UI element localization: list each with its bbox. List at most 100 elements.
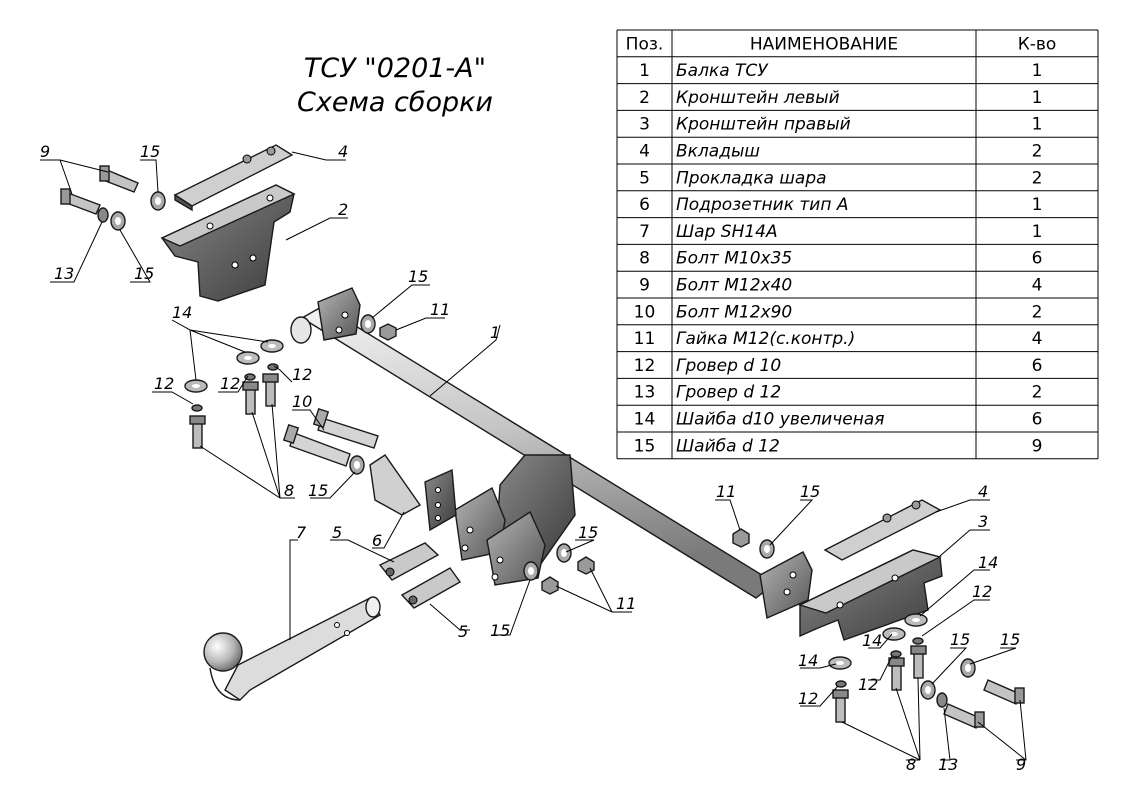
long-bolts [282,407,379,467]
callout-14-right-c: 14 [798,651,818,670]
row-pos: 14 [634,409,656,429]
row-pos: 10 [634,302,656,322]
row-name: Шайба d10 увеличеная [676,409,885,429]
callout-8-right: 8 [906,755,916,774]
row-name: Гровер d 12 [676,383,781,403]
row-pos: 4 [639,141,650,161]
callout-15-mid-right: 15 [578,523,598,542]
row-qty: 1 [1032,195,1043,215]
callout-13-right: 13 [938,755,958,774]
left-bolts-m12 [60,165,139,215]
row-pos: 8 [639,249,650,269]
callout-15-right-top: 15 [800,482,820,501]
callout-12-left-b: 12 [220,374,240,393]
callout-12-right-a: 12 [972,582,992,601]
callout-3: 3 [978,512,988,531]
row-pos: 11 [634,329,656,349]
row-qty: 4 [1032,329,1043,349]
row-pos: 3 [639,115,650,135]
row-qty: 1 [1032,115,1043,135]
row-qty: 2 [1032,141,1043,161]
header-qty: К-во [1018,34,1057,54]
callout-1: 1 [490,323,500,342]
row-name: Балка ТСУ [676,61,769,81]
callout-14-right-a: 14 [978,553,998,572]
row-name: Кронштейн правый [676,115,851,135]
callout-6: 6 [372,531,382,550]
row-qty: 2 [1032,302,1043,322]
row-qty: 4 [1032,275,1043,295]
header-name: НАИМЕНОВАНИЕ [750,34,898,54]
row-qty: 1 [1032,61,1043,81]
row-name: Гровер d 10 [676,356,781,376]
row-name: Вкладыш [676,141,760,161]
callout-2: 2 [338,200,348,219]
callout-14-left: 14 [172,303,192,322]
callout-15-beam: 15 [408,267,428,286]
callout-12-left-a: 12 [154,374,174,393]
left-insert [173,144,294,212]
title-line-1: ТСУ "0201-А" [304,53,486,84]
row-pos: 6 [639,195,650,215]
callout-11-beam: 11 [430,300,450,319]
callout-9-left: 9 [40,142,50,161]
callout-7: 7 [296,523,307,542]
leader-lines [40,151,1027,761]
left-bolts-m10 [189,373,279,449]
right-bolts [832,645,1025,729]
row-name: Болт М10х35 [676,249,792,269]
callout-8-left: 8 [284,481,294,500]
row-pos: 7 [639,222,650,242]
callout-12-left-c: 12 [292,365,312,384]
row-pos: 2 [639,88,650,108]
callouts: 9 15 4 2 13 15 15 11 1 14 12 12 12 10 8 … [40,142,1026,774]
callout-15-right-a: 15 [950,630,970,649]
callout-15-left-bottom: 15 [134,264,154,283]
callout-11-right: 11 [716,482,736,501]
row-name: Шар SH14A [676,222,778,242]
washers-and-nuts [97,191,976,708]
row-name: Болт М12х90 [676,302,792,322]
parts-drawing [60,144,1025,729]
callout-4-right: 4 [978,482,988,501]
row-name: Подрозетник тип А [676,195,848,215]
row-pos: 13 [634,383,656,403]
row-name: Гайка М12(с.контр.) [676,329,855,349]
row-qty: 2 [1032,383,1043,403]
socket-plate [369,454,457,532]
callout-9-right: 9 [1016,755,1026,774]
row-pos: 5 [639,168,650,188]
row-qty: 6 [1032,356,1043,376]
callout-5-top: 5 [332,523,342,542]
row-name: Прокладка шара [676,168,827,188]
row-name: Шайба d 12 [676,436,780,456]
callout-15-bolts: 15 [308,481,328,500]
row-qty: 2 [1032,168,1043,188]
callout-14-right-b: 14 [862,631,882,650]
callout-15-mid-left: 15 [490,621,510,640]
row-qty: 1 [1032,88,1043,108]
row-pos: 12 [634,356,656,376]
callout-15-left-top: 15 [140,142,160,161]
title-line-2: Схема сборки [297,87,493,118]
callout-11-mid: 11 [616,594,636,613]
row-qty: 6 [1032,249,1043,269]
row-name: Кронштейн левый [676,88,840,108]
header-pos: Поз. [626,34,664,54]
callout-13-left: 13 [54,264,74,283]
callout-10: 10 [292,392,312,411]
callout-4-left: 4 [338,142,348,161]
tow-beam [290,287,813,620]
row-pos: 9 [639,275,650,295]
ball-mount [203,596,381,701]
callout-12-right-c: 12 [798,689,818,708]
row-qty: 9 [1032,436,1043,456]
row-pos: 15 [634,436,656,456]
callout-15-right-b: 15 [1000,630,1020,649]
callout-12-right-b: 12 [858,675,878,694]
ball-spacers [378,542,462,609]
row-name: Болт М12х40 [676,275,792,295]
row-qty: 1 [1032,222,1043,242]
